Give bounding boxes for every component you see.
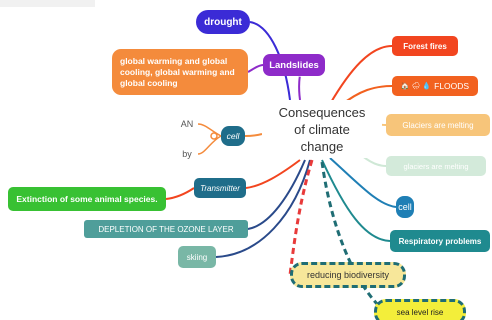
node-glaciers-melting-2[interactable]: glaciers are melting <box>386 156 486 176</box>
node-floods[interactable]: 🏠 🌧 💧 FLOODS <box>392 76 478 96</box>
node-cell-left[interactable]: cell <box>221 126 245 146</box>
node-global-cooling[interactable]: global warming and global cooling, globa… <box>112 49 248 95</box>
link-drought <box>249 21 291 101</box>
link-transmitter <box>245 159 301 189</box>
link-teal-dashed <box>320 161 380 307</box>
central-line-1: Consequences <box>278 104 366 120</box>
floods-label: FLOODS <box>434 81 470 91</box>
node-landslides[interactable]: Landslides <box>263 54 325 76</box>
node-forest-fires[interactable]: Forest fires <box>392 36 458 56</box>
central-topic[interactable]: Consequences of climate change <box>262 100 382 158</box>
node-transmitter[interactable]: Transmitter <box>194 178 246 198</box>
link-by <box>197 135 222 155</box>
link-skiing <box>215 159 311 258</box>
node-glaciers-melting-1[interactable]: Glaciers are melting <box>386 114 490 136</box>
top-bar <box>0 0 95 7</box>
node-drought[interactable]: drought <box>196 10 250 34</box>
link-forest <box>329 45 393 105</box>
link-an <box>197 123 222 137</box>
link-global <box>247 64 264 73</box>
node-respiratory-problems[interactable]: Respiratory problems <box>390 230 490 252</box>
node-an[interactable]: AN <box>180 119 194 129</box>
link-ozone <box>247 159 306 230</box>
link-knot <box>210 132 218 140</box>
node-cell-right[interactable]: cell <box>396 196 414 218</box>
link-red-dashed <box>288 159 314 276</box>
node-extinction[interactable]: Extinction of some animal species. <box>8 187 166 211</box>
node-by[interactable]: by <box>182 149 192 159</box>
node-skiing[interactable]: skiing <box>178 246 216 268</box>
central-line-2: of climate <box>294 121 350 137</box>
central-line-3: change <box>300 138 344 154</box>
link-respiratory <box>321 159 391 242</box>
link-landslides <box>298 74 301 101</box>
link-cell2 <box>329 157 397 208</box>
node-ozone-depletion[interactable]: DEPLETION OF THE OZONE LAYER <box>84 220 248 238</box>
node-sea-level-rise[interactable]: sea level rise <box>374 299 466 320</box>
link-cell1 <box>244 133 263 137</box>
floods-icons: 🏠 🌧 💧 <box>400 83 432 90</box>
link-extinction <box>165 187 195 200</box>
node-reducing-biodiversity[interactable]: reducing biodiversity <box>290 262 406 288</box>
